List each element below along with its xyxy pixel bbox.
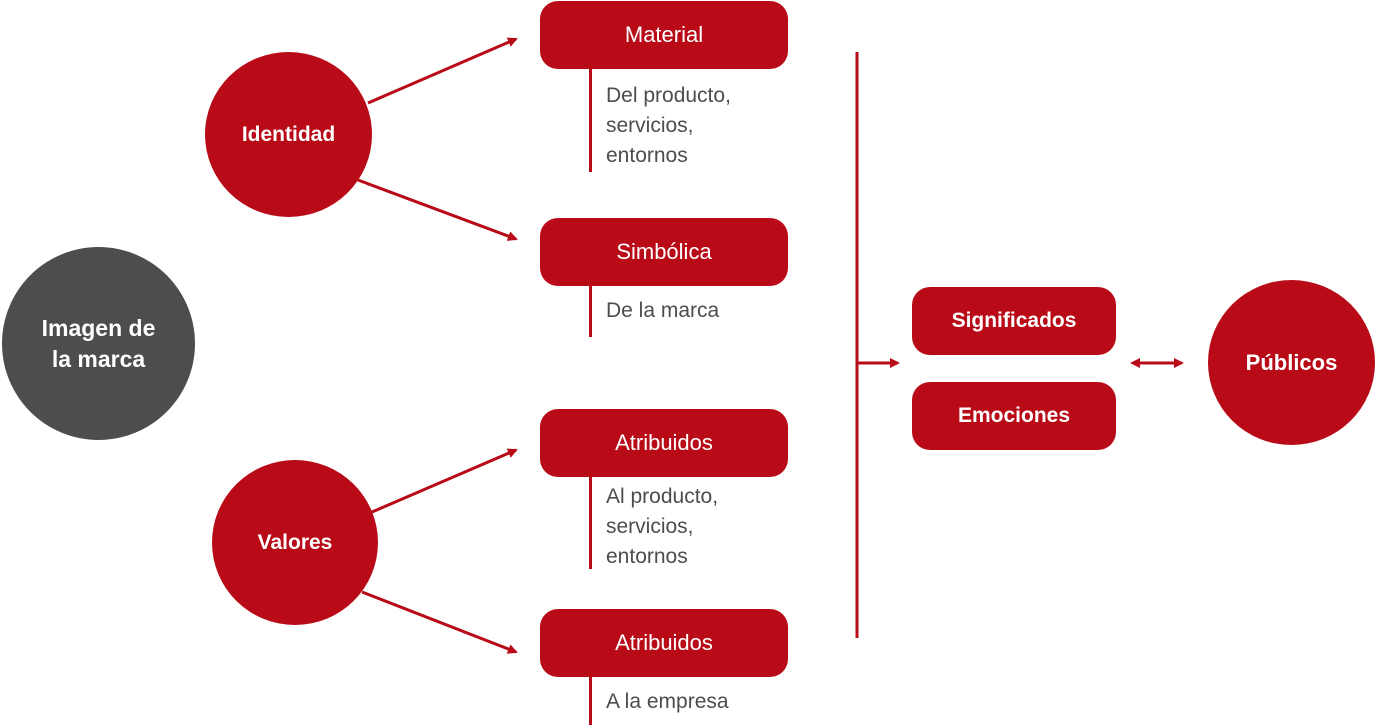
subnode-label: Atribuidos	[615, 630, 713, 655]
subnode-label: Simbólica	[616, 239, 712, 264]
source-label: Imagen de la marca	[41, 314, 156, 372]
arrow-identidad-to-simbolica	[357, 178, 518, 241]
subnode-simbolica: Simbólica	[540, 218, 788, 286]
target-node-publicos: Públicos	[1208, 280, 1375, 445]
description-line	[589, 677, 592, 725]
subnode-description: Al producto, servicios, entornos	[606, 485, 719, 568]
subnode-material: Material	[540, 1, 788, 69]
subnode-atribuidos-empresa: Atribuidos	[540, 609, 788, 677]
branch-node-identidad: Identidad	[205, 52, 372, 217]
description-line	[589, 286, 592, 337]
arrow-valores-to-atribuidos-2	[361, 590, 518, 654]
result-label: Emociones	[957, 404, 1071, 427]
result-label: Significados	[951, 309, 1077, 332]
source-node: Imagen de la marca	[2, 247, 195, 440]
arrow-identidad-to-material	[367, 37, 518, 105]
result-significados: Significados	[912, 287, 1116, 355]
subnode-label: Atribuidos	[615, 430, 713, 455]
result-emociones: Emociones	[912, 382, 1116, 450]
branch-label: Valores	[257, 530, 333, 554]
branch-node-valores: Valores	[212, 460, 378, 625]
subnode-description: Del producto, servicios, entornos	[606, 84, 731, 167]
subnode-atribuidos-producto: Atribuidos	[540, 409, 788, 477]
description-line	[589, 477, 592, 569]
branch-label: Identidad	[241, 122, 336, 146]
arrow-valores-to-atribuidos-1	[371, 448, 518, 514]
subnode-description: De la marca	[606, 299, 720, 322]
description-line	[589, 69, 592, 172]
subnode-label: Material	[624, 22, 704, 47]
target-label: Públicos	[1245, 349, 1338, 375]
subnode-description: A la empresa	[606, 690, 729, 713]
